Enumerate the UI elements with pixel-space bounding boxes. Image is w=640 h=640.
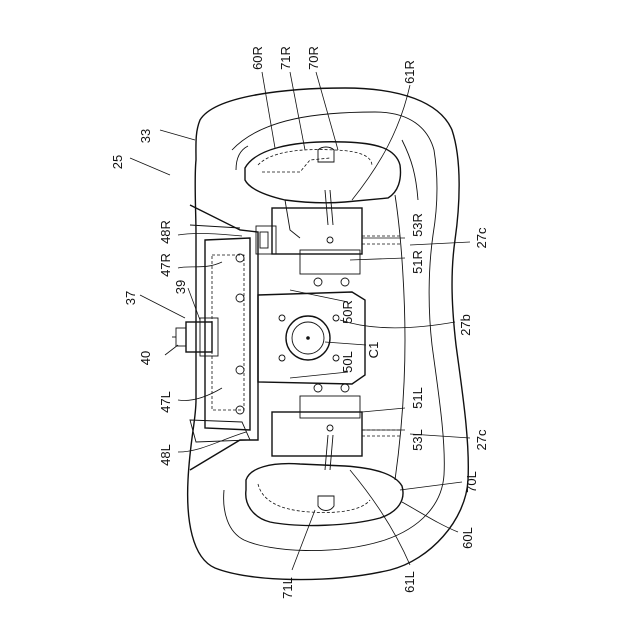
label-70L: 70L (464, 471, 479, 493)
label-47R: 47R (158, 253, 173, 277)
label-50R: 50R (340, 300, 355, 324)
label-47L: 47L (158, 391, 173, 413)
upper-grip (245, 142, 401, 238)
lower-mechanism (272, 384, 400, 456)
label-48L: 48L (158, 444, 173, 466)
label-27c-top: 27c (474, 227, 489, 248)
label-51L: 51L (410, 387, 425, 409)
label-60L: 60L (460, 527, 475, 549)
upper-mechanism (256, 208, 400, 286)
label-71L: 71L (280, 577, 295, 599)
label-53L: 53L (410, 429, 425, 451)
leader-lines (130, 72, 470, 570)
label-53R: 53R (410, 213, 425, 237)
label-33: 33 (138, 129, 153, 143)
label-51R: 51R (410, 250, 425, 274)
label-61R: 61R (402, 60, 417, 84)
label-27b: 27b (458, 314, 473, 336)
actuator-40 (172, 318, 218, 356)
label-48R: 48R (158, 220, 173, 244)
label-70R: 70R (306, 46, 321, 70)
label-37: 37 (123, 291, 138, 305)
label-50L: 50L (340, 351, 355, 373)
label-25: 25 (110, 155, 125, 169)
label-71R: 71R (278, 46, 293, 70)
base-frame (395, 140, 418, 480)
label-39: 39 (173, 280, 188, 294)
lower-grip (246, 435, 403, 525)
label-61L: 61L (402, 571, 417, 593)
label-27c-bot: 27c (474, 429, 489, 450)
label-C1: C1 (366, 342, 381, 359)
labels: 33 25 37 39 40 47R 47L 48R 48L 60R 71R 7… (110, 46, 489, 599)
label-40: 40 (138, 351, 153, 365)
label-60R: 60R (250, 46, 265, 70)
